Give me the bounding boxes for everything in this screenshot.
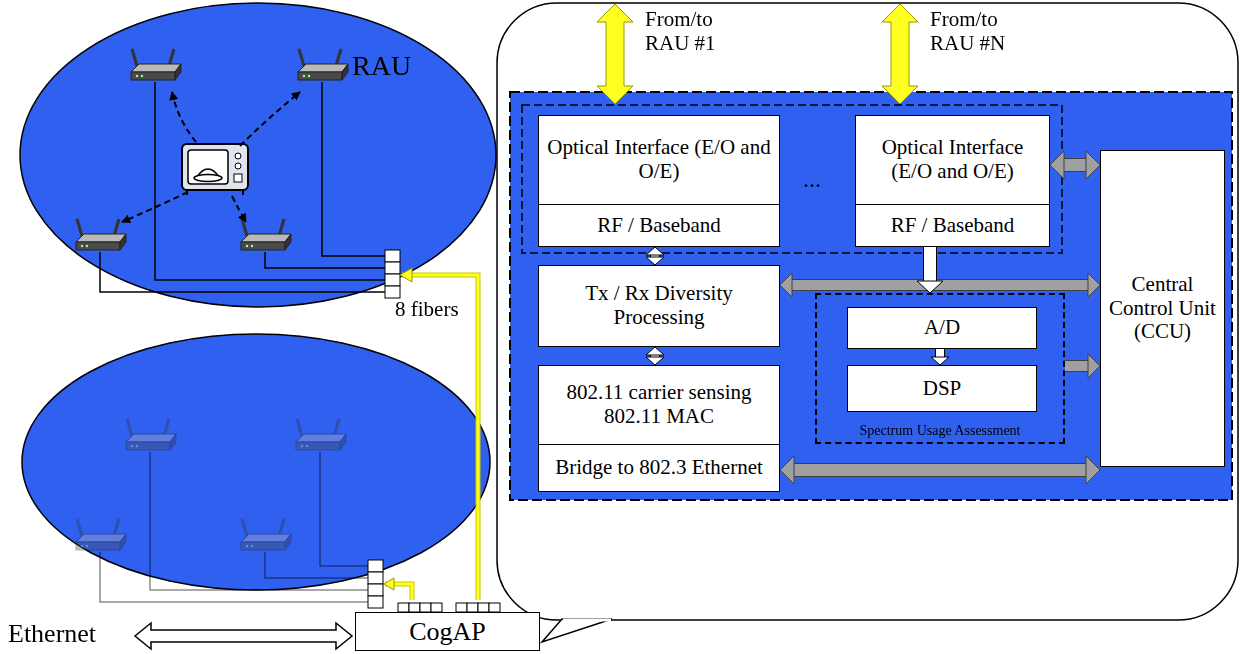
mac-box: 802.11 carrier sensing 802.11 MAC Bridge … — [538, 365, 780, 492]
arrow-head — [780, 456, 794, 484]
microwave-oven — [182, 144, 248, 195]
link-label: From/to RAU #N — [930, 8, 1012, 55]
box-text: RF / Baseband — [597, 214, 721, 238]
fiber-label: 8 fibers — [395, 298, 459, 322]
interference-arrow — [122, 92, 300, 222]
arrow-head — [1088, 354, 1100, 378]
box-text: A/D — [924, 316, 960, 340]
fiber-port — [398, 603, 500, 612]
rau-router — [126, 419, 176, 450]
connector-outline — [1065, 360, 1088, 372]
process-box: Tx / Rx Diversity Processing — [538, 265, 780, 347]
connector-outline — [794, 463, 1086, 477]
connector-outline — [923, 247, 937, 281]
box-text: Optical Interface (E/O and O/E) — [545, 136, 773, 183]
connector-arrow — [646, 347, 664, 365]
arrow-head — [1086, 456, 1100, 484]
link-label: From/to RAU #1 — [645, 8, 727, 55]
interface-box: Optical Interface (E/O and O/E) RF / Base… — [538, 115, 780, 247]
fiber-arrow — [882, 4, 918, 104]
rau-router — [296, 419, 346, 450]
callout-bubble — [497, 3, 1238, 620]
rau-router — [131, 49, 181, 80]
arrow-head — [780, 273, 792, 297]
fiber-wires — [100, 82, 385, 292]
rau-router — [241, 219, 291, 250]
connector-arrow — [917, 247, 943, 293]
arrow-head — [646, 257, 664, 265]
area-label: RAU — [352, 50, 411, 81]
arrow-head — [646, 347, 664, 355]
optical-group — [522, 105, 1062, 253]
rau-router — [76, 219, 126, 250]
box-text: CogAP — [409, 617, 486, 646]
callout-tail — [542, 619, 612, 642]
arrow-head — [1088, 273, 1100, 297]
access-point-box: CogAP — [355, 612, 540, 651]
arrow-head — [646, 247, 664, 255]
box-text: Tx / Rx Diversity Processing — [545, 282, 773, 329]
fiber-connector — [385, 250, 400, 298]
process-box: A/D — [847, 307, 1037, 349]
connector-arrow — [1065, 354, 1100, 378]
connector-line — [1065, 361, 1088, 371]
connector-line — [794, 464, 1086, 476]
arrow-head — [931, 357, 949, 365]
box-text: 802.11 carrier sensing 802.11 MAC — [545, 381, 773, 428]
connector-line — [1064, 159, 1086, 171]
box-text: DSP — [923, 377, 962, 401]
fiber-connector — [368, 560, 383, 608]
fiber-arrow — [597, 4, 633, 104]
rau-router — [298, 49, 348, 80]
arrow-head — [1050, 151, 1064, 179]
box-text: Central Control Unit (CCU) — [1107, 273, 1218, 344]
connector-outline — [1064, 158, 1086, 172]
connector-arrow — [646, 247, 664, 265]
connector-line — [924, 247, 936, 281]
fiber-wires — [100, 452, 368, 602]
box-text: Optical Interface (E/O and O/E) — [862, 136, 1043, 183]
connector-line — [936, 349, 944, 357]
connector-arrow — [780, 456, 1100, 484]
connector-arrow — [931, 349, 949, 365]
coverage-area — [20, 3, 496, 307]
cogap-panel — [510, 92, 1232, 500]
arrow-head — [1086, 151, 1100, 179]
rau-router — [76, 519, 126, 550]
arrow-head — [646, 357, 664, 365]
connector-outline — [935, 349, 945, 357]
group-box: Spectrum Usage Assessment A/D DSP — [815, 293, 1065, 444]
process-box: DSP — [847, 365, 1037, 412]
port-label: Ethernet — [8, 619, 96, 648]
box-text: Bridge to 802.3 Ethernet — [555, 456, 763, 480]
ellipsis: ... — [803, 166, 821, 193]
box-text: RF / Baseband — [891, 214, 1015, 238]
box-text: Spectrum Usage Assessment — [860, 423, 1021, 439]
fiber-bundle — [402, 275, 478, 600]
rau-router — [241, 519, 291, 550]
coverage-area — [22, 334, 490, 590]
arrow-head — [917, 281, 943, 293]
control-box: Central Control Unit (CCU) — [1100, 150, 1225, 467]
connector-arrow — [1050, 151, 1100, 179]
interface-box: Optical Interface (E/O and O/E) RF / Base… — [855, 115, 1050, 247]
ethernet-arrow — [135, 623, 352, 649]
